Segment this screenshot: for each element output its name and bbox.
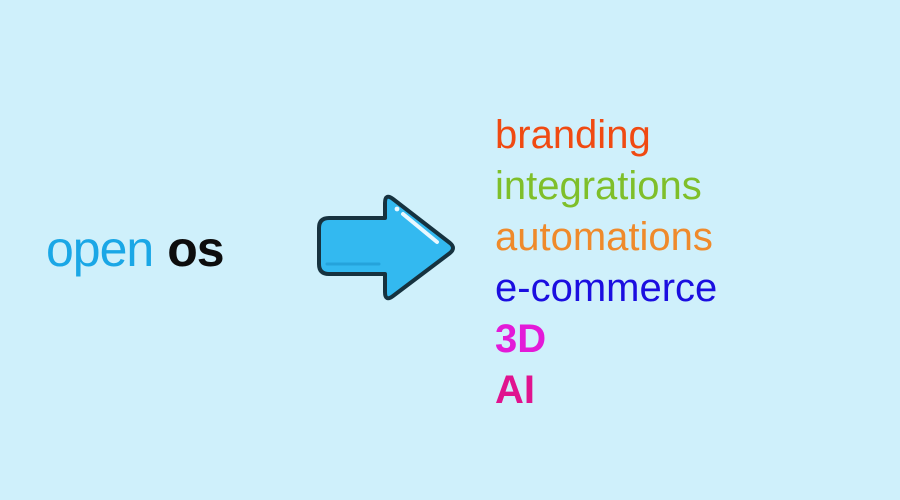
logo-os-text: os <box>167 221 224 277</box>
feature-item: automations <box>495 215 713 259</box>
logo-open-text: open <box>46 221 154 277</box>
feature-item: AI <box>495 368 535 412</box>
feature-item: 3D <box>495 317 547 361</box>
right-arrow-icon <box>317 194 455 301</box>
feature-item: branding <box>495 113 651 157</box>
feature-item: e-commerce <box>495 266 718 310</box>
feature-list: branding integrations automations e-comm… <box>495 110 795 416</box>
feature-item: integrations <box>495 164 702 208</box>
